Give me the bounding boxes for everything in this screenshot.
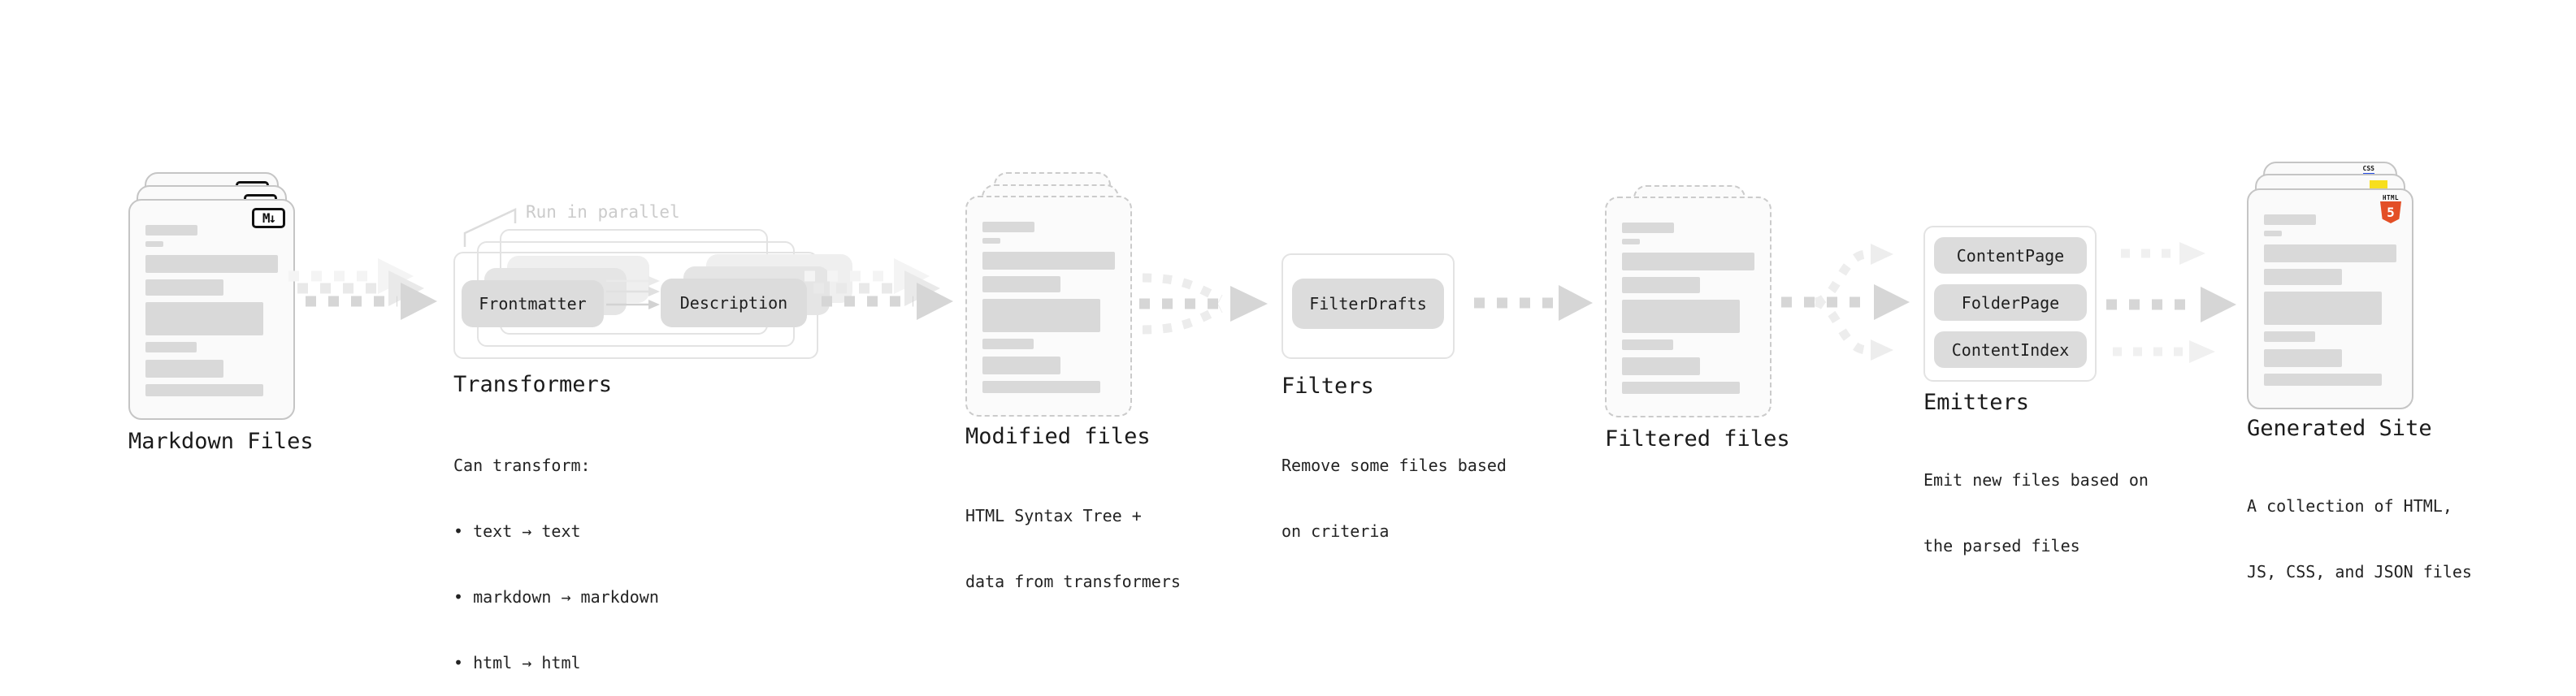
description-line: data from transformers <box>965 572 1181 591</box>
frontmatter-chip: Frontmatter <box>462 280 604 327</box>
markdown-icon-glyph: M↓ <box>262 210 276 226</box>
text-line-bar <box>982 252 1115 270</box>
text-line-bar <box>1622 223 1674 233</box>
text-line-bar <box>1622 277 1700 293</box>
text-line-bar <box>1622 382 1740 394</box>
site-doc-html: HTML 5 <box>2247 188 2413 409</box>
text-line-bar <box>2264 269 2342 285</box>
text-line-bar <box>2264 231 2282 236</box>
arrow-filtered-to-emitters <box>1781 244 1910 361</box>
text-line-bar <box>145 302 263 335</box>
transform-step-arrows <box>606 276 660 309</box>
description-chip: Description <box>661 279 807 327</box>
js-badge-icon <box>2370 180 2387 189</box>
arrow-emitters-to-site <box>2106 242 2236 363</box>
markdown-doc-front: M↓ <box>128 199 295 420</box>
stage-filters: FilterDrafts <box>1281 253 1460 367</box>
description-line: JS, CSS, and JSON files <box>2247 562 2472 581</box>
arrow-filters-to-filtered <box>1474 285 1593 321</box>
emitters-label: Emitters <box>1923 390 2030 415</box>
text-line-bar <box>982 238 1000 244</box>
stage-transformers: Run in parallel Frontmatter Description <box>453 200 852 362</box>
description-line: • markdown → markdown <box>453 587 659 607</box>
modified-files-description: HTML Syntax Tree + data from transformer… <box>965 461 1181 615</box>
text-line-bar <box>2264 374 2382 386</box>
filters-description: Remove some files based on criteria <box>1281 411 1507 564</box>
markdown-files-label: Markdown Files <box>128 429 314 454</box>
filters-frame <box>1281 253 1455 359</box>
run-in-parallel-annotation: Run in parallel <box>526 202 680 222</box>
text-line-bar <box>2264 292 2382 325</box>
annotation-leader-line <box>463 208 517 247</box>
description-line: Remove some files based <box>1281 456 1507 475</box>
text-line-bar <box>145 225 197 236</box>
description-line: HTML Syntax Tree + <box>965 506 1142 525</box>
text-line-bar <box>145 241 163 247</box>
html5-shield-icon: 5 <box>2380 201 2401 223</box>
stage-generated-site: CSS HTML 5 <box>2247 162 2430 446</box>
text-line-bar <box>982 381 1100 393</box>
generated-site-description: A collection of HTML, JS, CSS, and JSON … <box>2247 452 2472 605</box>
stage-modified-files <box>965 172 1148 456</box>
filterdrafts-chip: FilterDrafts <box>1292 279 1444 329</box>
emitters-frame <box>1923 226 2097 382</box>
html5-badge-word: HTML <box>2382 194 2400 201</box>
arrow-modified-to-filters <box>1139 273 1268 335</box>
filtered-files-label: Filtered files <box>1605 426 1790 452</box>
text-line-bar <box>1622 357 1700 375</box>
arrow-markdown-to-transformers <box>288 258 437 320</box>
modified-doc-front <box>965 196 1132 417</box>
text-line-bar <box>2264 244 2396 262</box>
description-line: Can transform: <box>453 456 591 475</box>
stage-filtered-files <box>1605 185 1788 445</box>
text-line-bar <box>1622 253 1754 270</box>
filtered-doc-front <box>1605 197 1772 417</box>
description-line: • html → html <box>453 653 581 672</box>
text-line-bar <box>2264 349 2342 367</box>
text-line-bar <box>1622 339 1673 350</box>
text-line-bar <box>145 342 197 352</box>
filters-label: Filters <box>1281 374 1374 399</box>
emitters-description: Emit new files based on the parsed files <box>1923 426 2149 579</box>
text-line-bar <box>982 276 1060 292</box>
description-line: on criteria <box>1281 521 1390 541</box>
text-line-bar <box>2264 331 2315 342</box>
text-line-bar <box>982 357 1060 374</box>
text-line-bar <box>1622 300 1740 333</box>
contentindex-chip: ContentIndex <box>1934 331 2087 368</box>
description-line: the parsed files <box>1923 536 2080 556</box>
contentpage-chip: ContentPage <box>1934 237 2087 274</box>
text-line-bar <box>145 384 263 396</box>
folderpage-chip: FolderPage <box>1934 284 2087 321</box>
stage-markdown-files: M↓ M↓ M↓ <box>128 172 311 456</box>
description-line: A collection of HTML, <box>2247 496 2452 516</box>
text-line-bar <box>145 279 223 296</box>
text-line-bar <box>2264 214 2316 225</box>
html5-badge-icon: HTML 5 <box>2380 194 2401 223</box>
text-line-bar <box>982 222 1034 232</box>
text-line-bar <box>1622 239 1640 244</box>
transformers-description: Can transform: • text → text • markdown … <box>453 411 659 696</box>
arrow-transformers-to-modified <box>804 258 953 320</box>
stage-emitters: ContentPage FolderPage ContentIndex <box>1923 226 2102 388</box>
markdown-icon: M↓ <box>252 208 285 228</box>
static-site-pipeline-diagram: { "stages": { "markdown": { "label": "Ma… <box>128 162 2472 672</box>
modified-files-label: Modified files <box>965 424 1151 449</box>
generated-site-label: Generated Site <box>2247 416 2432 441</box>
transformers-label: Transformers <box>453 372 613 397</box>
text-line-bar <box>982 299 1100 332</box>
html5-badge-number: 5 <box>2387 205 2395 220</box>
description-line: Emit new files based on <box>1923 470 2149 490</box>
description-line: • text → text <box>453 521 581 541</box>
text-line-bar <box>145 360 223 378</box>
text-line-bar <box>145 255 278 273</box>
text-line-bar <box>982 339 1034 349</box>
